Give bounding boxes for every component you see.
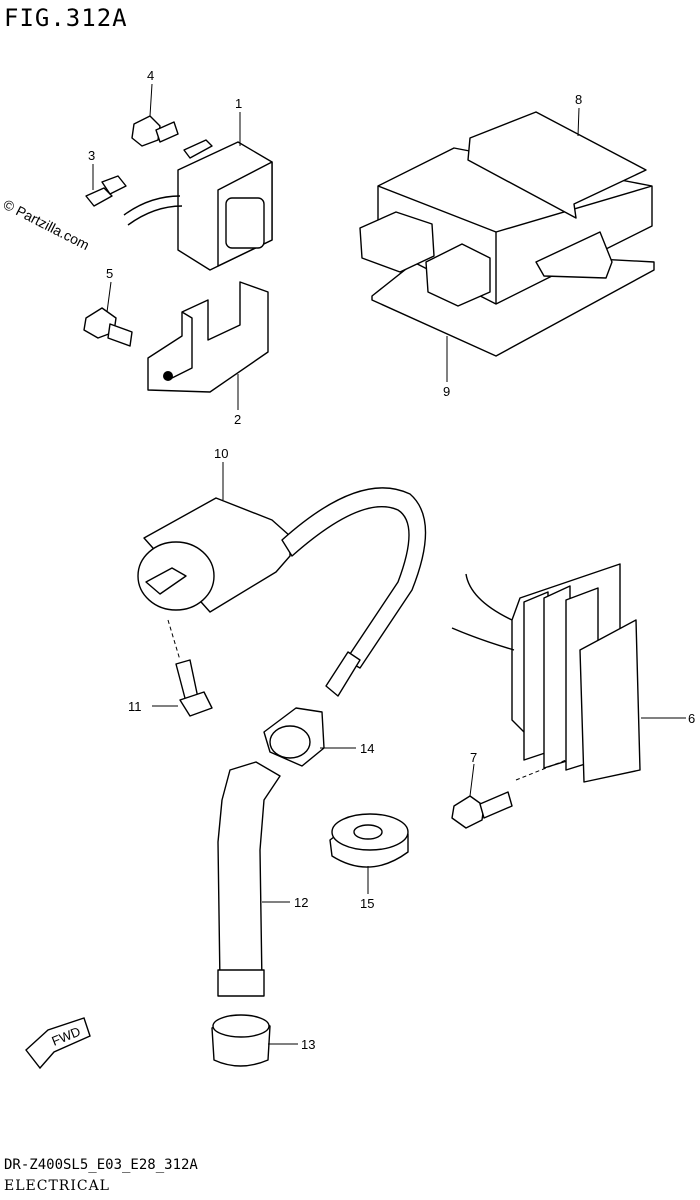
figure-code: DR-Z400SL5_E03_E28_312A bbox=[4, 1157, 198, 1173]
part-6-regulator[interactable] bbox=[451, 563, 641, 783]
part-11-bolt[interactable] bbox=[175, 659, 213, 717]
part-1-relay[interactable] bbox=[123, 139, 273, 271]
part-13-seal[interactable] bbox=[211, 1014, 271, 1067]
part-3-connector[interactable] bbox=[85, 175, 127, 207]
callout-9: 9 bbox=[443, 384, 450, 399]
callout-3: 3 bbox=[88, 148, 95, 163]
callout-10: 10 bbox=[214, 446, 228, 461]
callout-6: 6 bbox=[688, 711, 695, 726]
callout-8: 8 bbox=[575, 92, 582, 107]
callout-11: 11 bbox=[128, 699, 142, 714]
part-7-bolt[interactable] bbox=[451, 791, 513, 829]
callout-5: 5 bbox=[106, 266, 113, 281]
part-10-ignition-coil[interactable] bbox=[137, 487, 427, 697]
part-2-bracket[interactable] bbox=[147, 281, 269, 393]
callout-13: 13 bbox=[301, 1037, 315, 1052]
part-5-bolt[interactable] bbox=[83, 307, 133, 347]
part-8-control-unit[interactable] bbox=[359, 111, 655, 357]
part-14-boot[interactable] bbox=[263, 707, 325, 767]
fwd-arrow: FWD bbox=[25, 1017, 91, 1070]
callout-7: 7 bbox=[470, 750, 477, 765]
callout-4: 4 bbox=[147, 68, 154, 83]
callout-2: 2 bbox=[234, 412, 241, 427]
callout-1: 1 bbox=[235, 96, 242, 111]
figure-title: FIG.312A bbox=[4, 4, 128, 32]
callout-12: 12 bbox=[294, 895, 308, 910]
callout-15: 15 bbox=[360, 896, 374, 911]
part-15-grommet[interactable] bbox=[329, 813, 409, 868]
leader-lines bbox=[92, 83, 686, 1045]
part-4-bolt[interactable] bbox=[131, 115, 179, 147]
callout-numbers: 1 2 3 4 5 6 7 8 9 10 11 12 13 14 15 bbox=[88, 68, 695, 1052]
callout-14: 14 bbox=[360, 741, 374, 756]
part-12-plug-cap[interactable] bbox=[217, 761, 281, 997]
section-title: ELECTRICAL bbox=[4, 1178, 110, 1194]
